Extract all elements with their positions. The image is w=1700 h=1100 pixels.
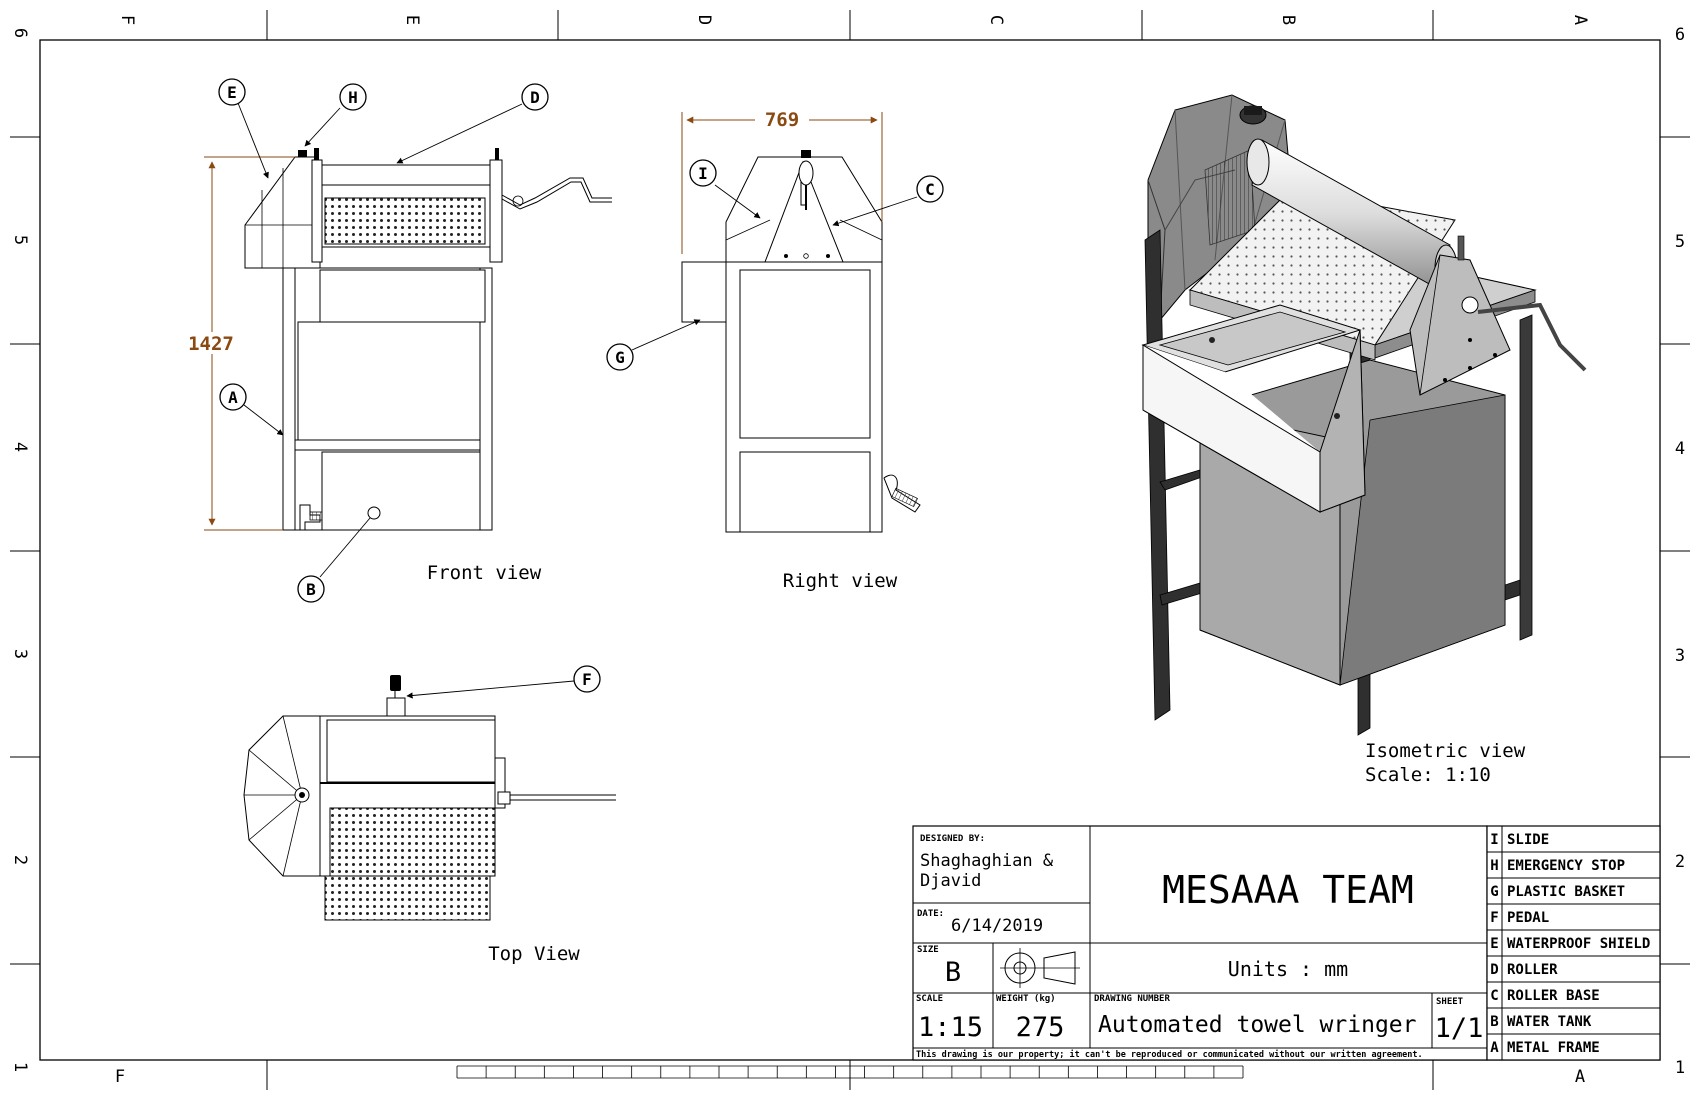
zone-labels-bottom: F A [115,1067,1585,1087]
svg-text:D: D [694,15,714,25]
svg-text:C: C [925,180,935,199]
svg-text:4: 4 [10,442,30,452]
drawing-date: 6/14/2019 [951,916,1043,936]
svg-text:A: A [228,388,238,407]
height-dimension: 1427 [188,333,234,355]
legend-key: A [1490,1040,1499,1056]
drawing-border: F E D C B A F A 6 5 4 3 2 1 6 5 4 3 2 1 [10,10,1690,1090]
svg-text:E: E [227,83,237,102]
isometric-view: Isometric view Scale: 1:10 [1141,94,1587,786]
balloon-h [339,83,367,111]
designer-name: Shaghaghian & [920,851,1054,871]
balloon-f [573,665,601,693]
legend-key: G [1490,884,1498,900]
svg-text:Djavid: Djavid [920,871,981,891]
legend-key: D [1490,962,1498,978]
svg-text:2: 2 [10,855,30,865]
svg-text:WEIGHT (kg): WEIGHT (kg) [996,994,1056,1004]
svg-text:DESIGNED BY:: DESIGNED BY: [920,834,985,844]
legend-key: H [1490,858,1498,874]
svg-text:I: I [698,164,708,183]
front-view: 1427 Front view [183,148,612,584]
svg-text:2: 2 [1675,852,1685,872]
legend-part-name: PLASTIC BASKET [1507,884,1625,900]
balloon-c [916,175,944,203]
units-note: Units : mm [1228,957,1348,981]
right-view: 769 Right view [681,109,921,592]
legend-part-name: ROLLER BASE [1507,988,1600,1004]
svg-text:SHEET: SHEET [1436,997,1464,1007]
balloon-b [297,575,325,603]
scale-bar [456,1065,1244,1079]
svg-text:A: A [1570,15,1590,25]
balloon-e [218,78,246,106]
svg-text:3: 3 [10,649,30,659]
legend-part-name: EMERGENCY STOP [1507,858,1625,874]
svg-text:DATE:: DATE: [917,909,944,919]
balloon-d [521,83,549,111]
svg-text:F: F [117,15,137,25]
legend-key: B [1490,1014,1498,1030]
zone-labels-left: 6 5 4 3 2 1 [10,28,30,1072]
isometric-scale-label: Scale: 1:10 [1365,764,1491,786]
drawing-title: Automated towel wringer [1098,1012,1417,1038]
drawing-scale: 1:15 [918,1012,983,1043]
legend-part-name: ROLLER [1507,962,1558,978]
legend-part-name: METAL FRAME [1507,1040,1600,1056]
svg-text:5: 5 [10,235,30,245]
front-view-label: Front view [427,562,542,584]
svg-text:6: 6 [10,28,30,38]
svg-text:5: 5 [1675,232,1685,252]
legend-part-name: PEDAL [1507,910,1549,926]
weight-value: 275 [1016,1012,1065,1043]
svg-text:B: B [306,580,316,599]
balloon-a [219,383,247,411]
property-note: This drawing is our property; it can't b… [916,1049,1423,1060]
svg-text:1: 1 [10,1062,30,1072]
top-view-label: Top View [488,943,580,965]
team-name: MESAAA TEAM [1162,868,1414,912]
legend-key: F [1490,910,1498,926]
legend-part-name: SLIDE [1507,832,1549,848]
zone-labels-right: 6 5 4 3 2 1 [1675,25,1685,1078]
svg-text:A: A [1575,1067,1585,1087]
svg-text:SCALE: SCALE [916,994,943,1004]
svg-text:C: C [986,15,1006,25]
zone-labels-top: F E D C B A [117,15,1590,25]
width-dimension: 769 [765,109,799,131]
legend-part-name: WATERPROOF SHIELD [1507,936,1650,952]
svg-text:F: F [115,1067,125,1087]
legend-key: C [1490,988,1498,1004]
title-block: DESIGNED BY: Shaghaghian & Djavid DATE: … [912,825,1488,1061]
isometric-view-label: Isometric view [1365,740,1526,762]
legend-part-name: WATER TANK [1507,1014,1592,1030]
svg-text:SIZE: SIZE [917,945,939,955]
legend-key: I [1490,832,1498,848]
svg-text:B: B [1278,15,1298,25]
balloon-callouts: E H D A B I C G F [218,78,944,699]
svg-text:E: E [402,15,422,25]
sheet-size: B [945,957,961,988]
svg-text:F: F [582,670,592,689]
svg-text:DRAWING NUMBER: DRAWING NUMBER [1094,994,1170,1004]
balloon-g [606,343,634,371]
top-view: Top View [243,675,616,965]
svg-text:H: H [348,88,358,107]
svg-text:1: 1 [1675,1058,1685,1078]
parts-legend: I SLIDE H EMERGENCY STOP G PLASTIC BASKET F PED… [1486,825,1661,1061]
sheet-number: 1/1 [1435,1013,1484,1044]
svg-text:D: D [530,88,540,107]
svg-text:3: 3 [1675,646,1685,666]
svg-text:6: 6 [1675,25,1685,45]
third-angle-projection-icon [1000,948,1080,988]
legend-key: E [1490,936,1498,952]
right-view-label: Right view [783,570,898,592]
svg-text:4: 4 [1675,439,1685,459]
svg-text:G: G [615,348,625,367]
balloon-i [689,159,717,187]
